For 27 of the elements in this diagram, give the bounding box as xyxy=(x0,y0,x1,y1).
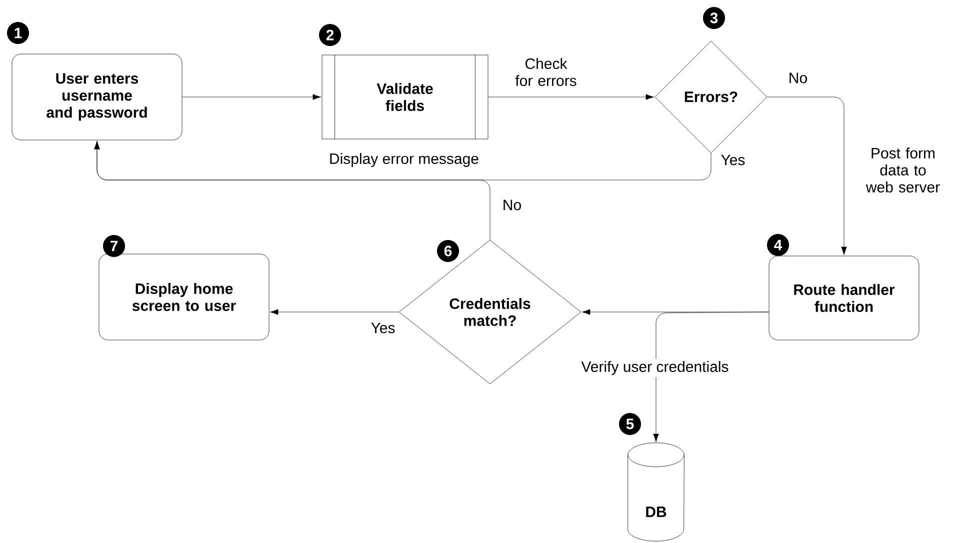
note-text: Post form data to web server xyxy=(866,148,940,192)
edge-label: Verify user credentials xyxy=(579,359,731,377)
arrow xyxy=(182,94,322,100)
predefined-process-box: Validate fields xyxy=(322,54,488,140)
arrow xyxy=(94,140,490,240)
process-box: Display home screen to user xyxy=(98,254,270,340)
callout-number: 7 xyxy=(103,235,125,257)
arrow xyxy=(488,94,654,100)
process-box: User enters username and password xyxy=(12,54,182,140)
node-label: DB xyxy=(646,506,666,517)
callout-number: 4 xyxy=(767,234,789,256)
edge-label: Yes xyxy=(721,154,745,166)
arrow xyxy=(270,309,399,315)
callout-number: 1 xyxy=(7,22,29,44)
callout-number: 2 xyxy=(319,24,341,46)
edge-label: Yes xyxy=(371,322,395,334)
note-text: Display error message xyxy=(330,153,478,167)
edge-label: No xyxy=(504,200,521,210)
edge-label: No xyxy=(790,72,807,84)
arrow xyxy=(653,312,769,442)
database-cylinder: DB xyxy=(628,442,684,542)
callout-number: 6 xyxy=(437,240,459,262)
process-box: Route handler function xyxy=(768,256,920,340)
edge-label: Check for errors xyxy=(515,58,576,86)
callout-number: 3 xyxy=(703,7,725,29)
callout-number: 5 xyxy=(619,413,641,435)
arrow xyxy=(767,96,847,256)
